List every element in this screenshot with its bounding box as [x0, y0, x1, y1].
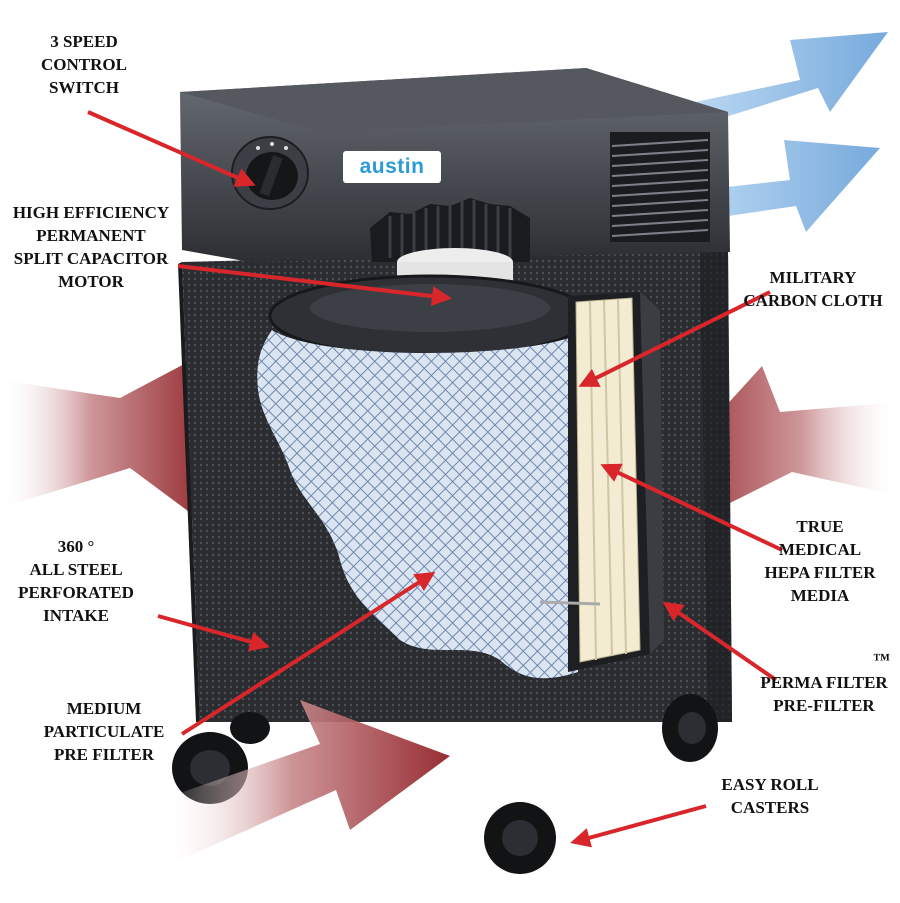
label-medium-prefilter: MEDIUM PARTICULATE PRE FILTER	[43, 699, 165, 764]
label-hepa: TRUE MEDICAL HEPA FILTER MEDIA	[764, 517, 876, 605]
callout-arrow-casters	[570, 804, 707, 848]
airflow-in-arrow-bottom	[160, 700, 450, 860]
label-casters: EASY ROLL CASTERS	[721, 775, 819, 817]
label-perma-filter: ™ PERMA FILTER PRE-FILTER	[760, 650, 890, 715]
label-intake: 360 ° ALL STEEL PERFORATED INTAKE	[18, 537, 134, 625]
brand-logo: austin	[343, 151, 441, 183]
callout-arrow-speed-switch	[87, 110, 256, 187]
airflow-in-arrow-left	[0, 362, 200, 520]
medium-particulate-prefilter	[257, 330, 580, 679]
caster-front-right	[484, 802, 556, 874]
label-speed-switch: 3 SPEED CONTROL SWITCH	[41, 32, 127, 97]
airflow-in-arrow-right	[682, 366, 900, 512]
callout-arrow-medium	[180, 571, 436, 736]
callout-arrow-hepa	[600, 463, 783, 552]
caster-back-left	[230, 712, 270, 744]
speed-control-knob	[231, 136, 309, 210]
caster-back-right	[662, 694, 718, 762]
label-motor: HIGH EFFICIENCY PERMANENT SPLIT CAPACITO…	[12, 203, 170, 291]
hepa-filter-media	[539, 292, 664, 672]
callout-arrow-motor	[177, 264, 452, 307]
label-carbon-cloth: MILITARY CARBON CLOTH	[743, 268, 883, 310]
exhaust-vent	[610, 132, 710, 242]
callout-arrow-carbon	[578, 290, 771, 387]
callout-arrow-intake	[157, 614, 270, 652]
callout-arrow-perma	[662, 601, 778, 682]
